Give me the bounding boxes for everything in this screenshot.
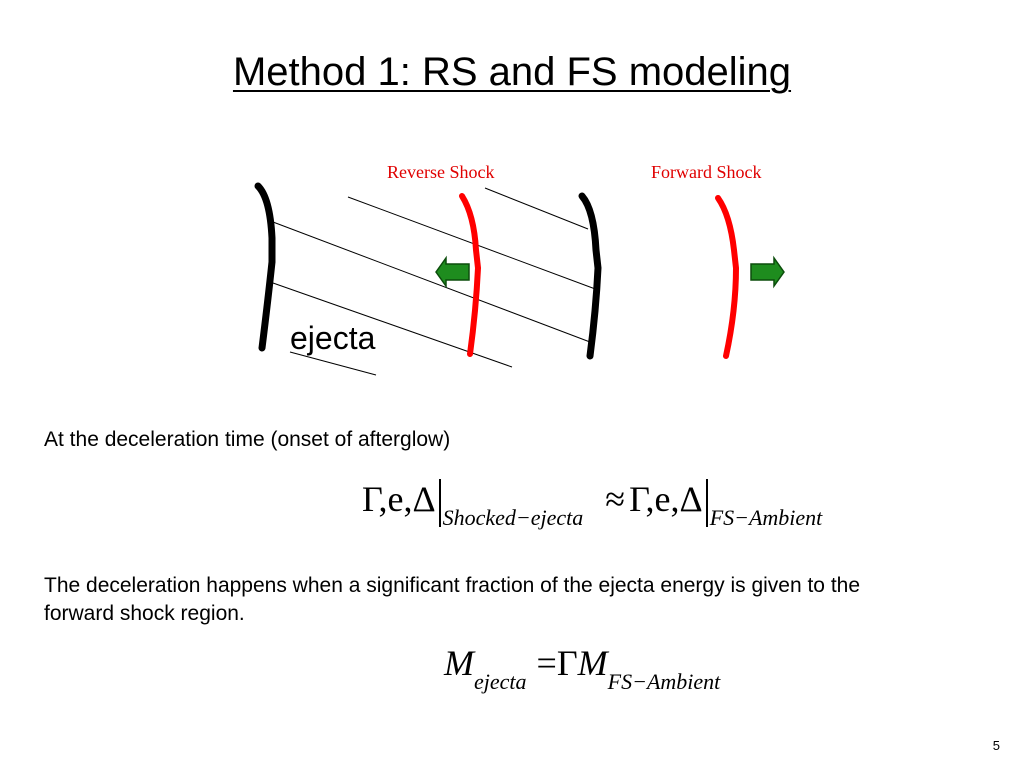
reverse-shock-arrow bbox=[435, 255, 470, 289]
forward-shock-curve bbox=[715, 195, 740, 359]
forward-shock-label: Forward Shock bbox=[651, 162, 762, 182]
deceleration-time-text: At the deceleration time (onset of after… bbox=[44, 428, 451, 451]
eq1-rhs-subscript: FS−Ambient bbox=[709, 505, 823, 530]
page-number: 5 bbox=[992, 738, 1000, 753]
eq2-rhs-subscript: FS−Ambient bbox=[607, 669, 721, 694]
hatch-line bbox=[289, 351, 377, 376]
forward-shock-arrow bbox=[750, 255, 785, 289]
eq1-lhs-evaluation-bar bbox=[438, 479, 441, 528]
reverse-shock-curve bbox=[459, 193, 482, 357]
hatch-line bbox=[484, 187, 589, 230]
hatch-line bbox=[272, 221, 591, 343]
equation-mass: Mejecta =ΓMFS−Ambient bbox=[444, 642, 720, 694]
eq1-rhs-evaluation-bar bbox=[705, 479, 708, 528]
contact-discontinuity-boundary bbox=[578, 192, 602, 360]
eq1-rhs-vars: Γ,e,Δ bbox=[629, 479, 703, 519]
eq2-equals-sign: = bbox=[536, 643, 557, 683]
eq1-lhs-subscript: Shocked−ejecta bbox=[442, 505, 584, 530]
ejecta-inner-boundary bbox=[254, 182, 276, 352]
eq2-gamma: Γ bbox=[556, 643, 578, 683]
deceleration-explanation-line2: forward shock region. bbox=[44, 602, 245, 625]
shock-diagram bbox=[254, 182, 785, 376]
reverse-shock-label: Reverse Shock bbox=[387, 162, 495, 182]
eq1-lhs-vars: Γ,e,Δ bbox=[362, 479, 436, 519]
eq2-lhs-subscript: ejecta bbox=[474, 669, 527, 694]
eq2-lhs-mass: M bbox=[444, 643, 474, 683]
slide-title: Method 1: RS and FS modeling bbox=[232, 50, 792, 94]
ejecta-label: ejecta bbox=[290, 320, 376, 356]
deceleration-explanation-line1: The deceleration happens when a signific… bbox=[44, 574, 861, 597]
eq2-rhs-mass: M bbox=[577, 643, 608, 683]
eq1-approx-sign: ≈ bbox=[605, 479, 626, 519]
